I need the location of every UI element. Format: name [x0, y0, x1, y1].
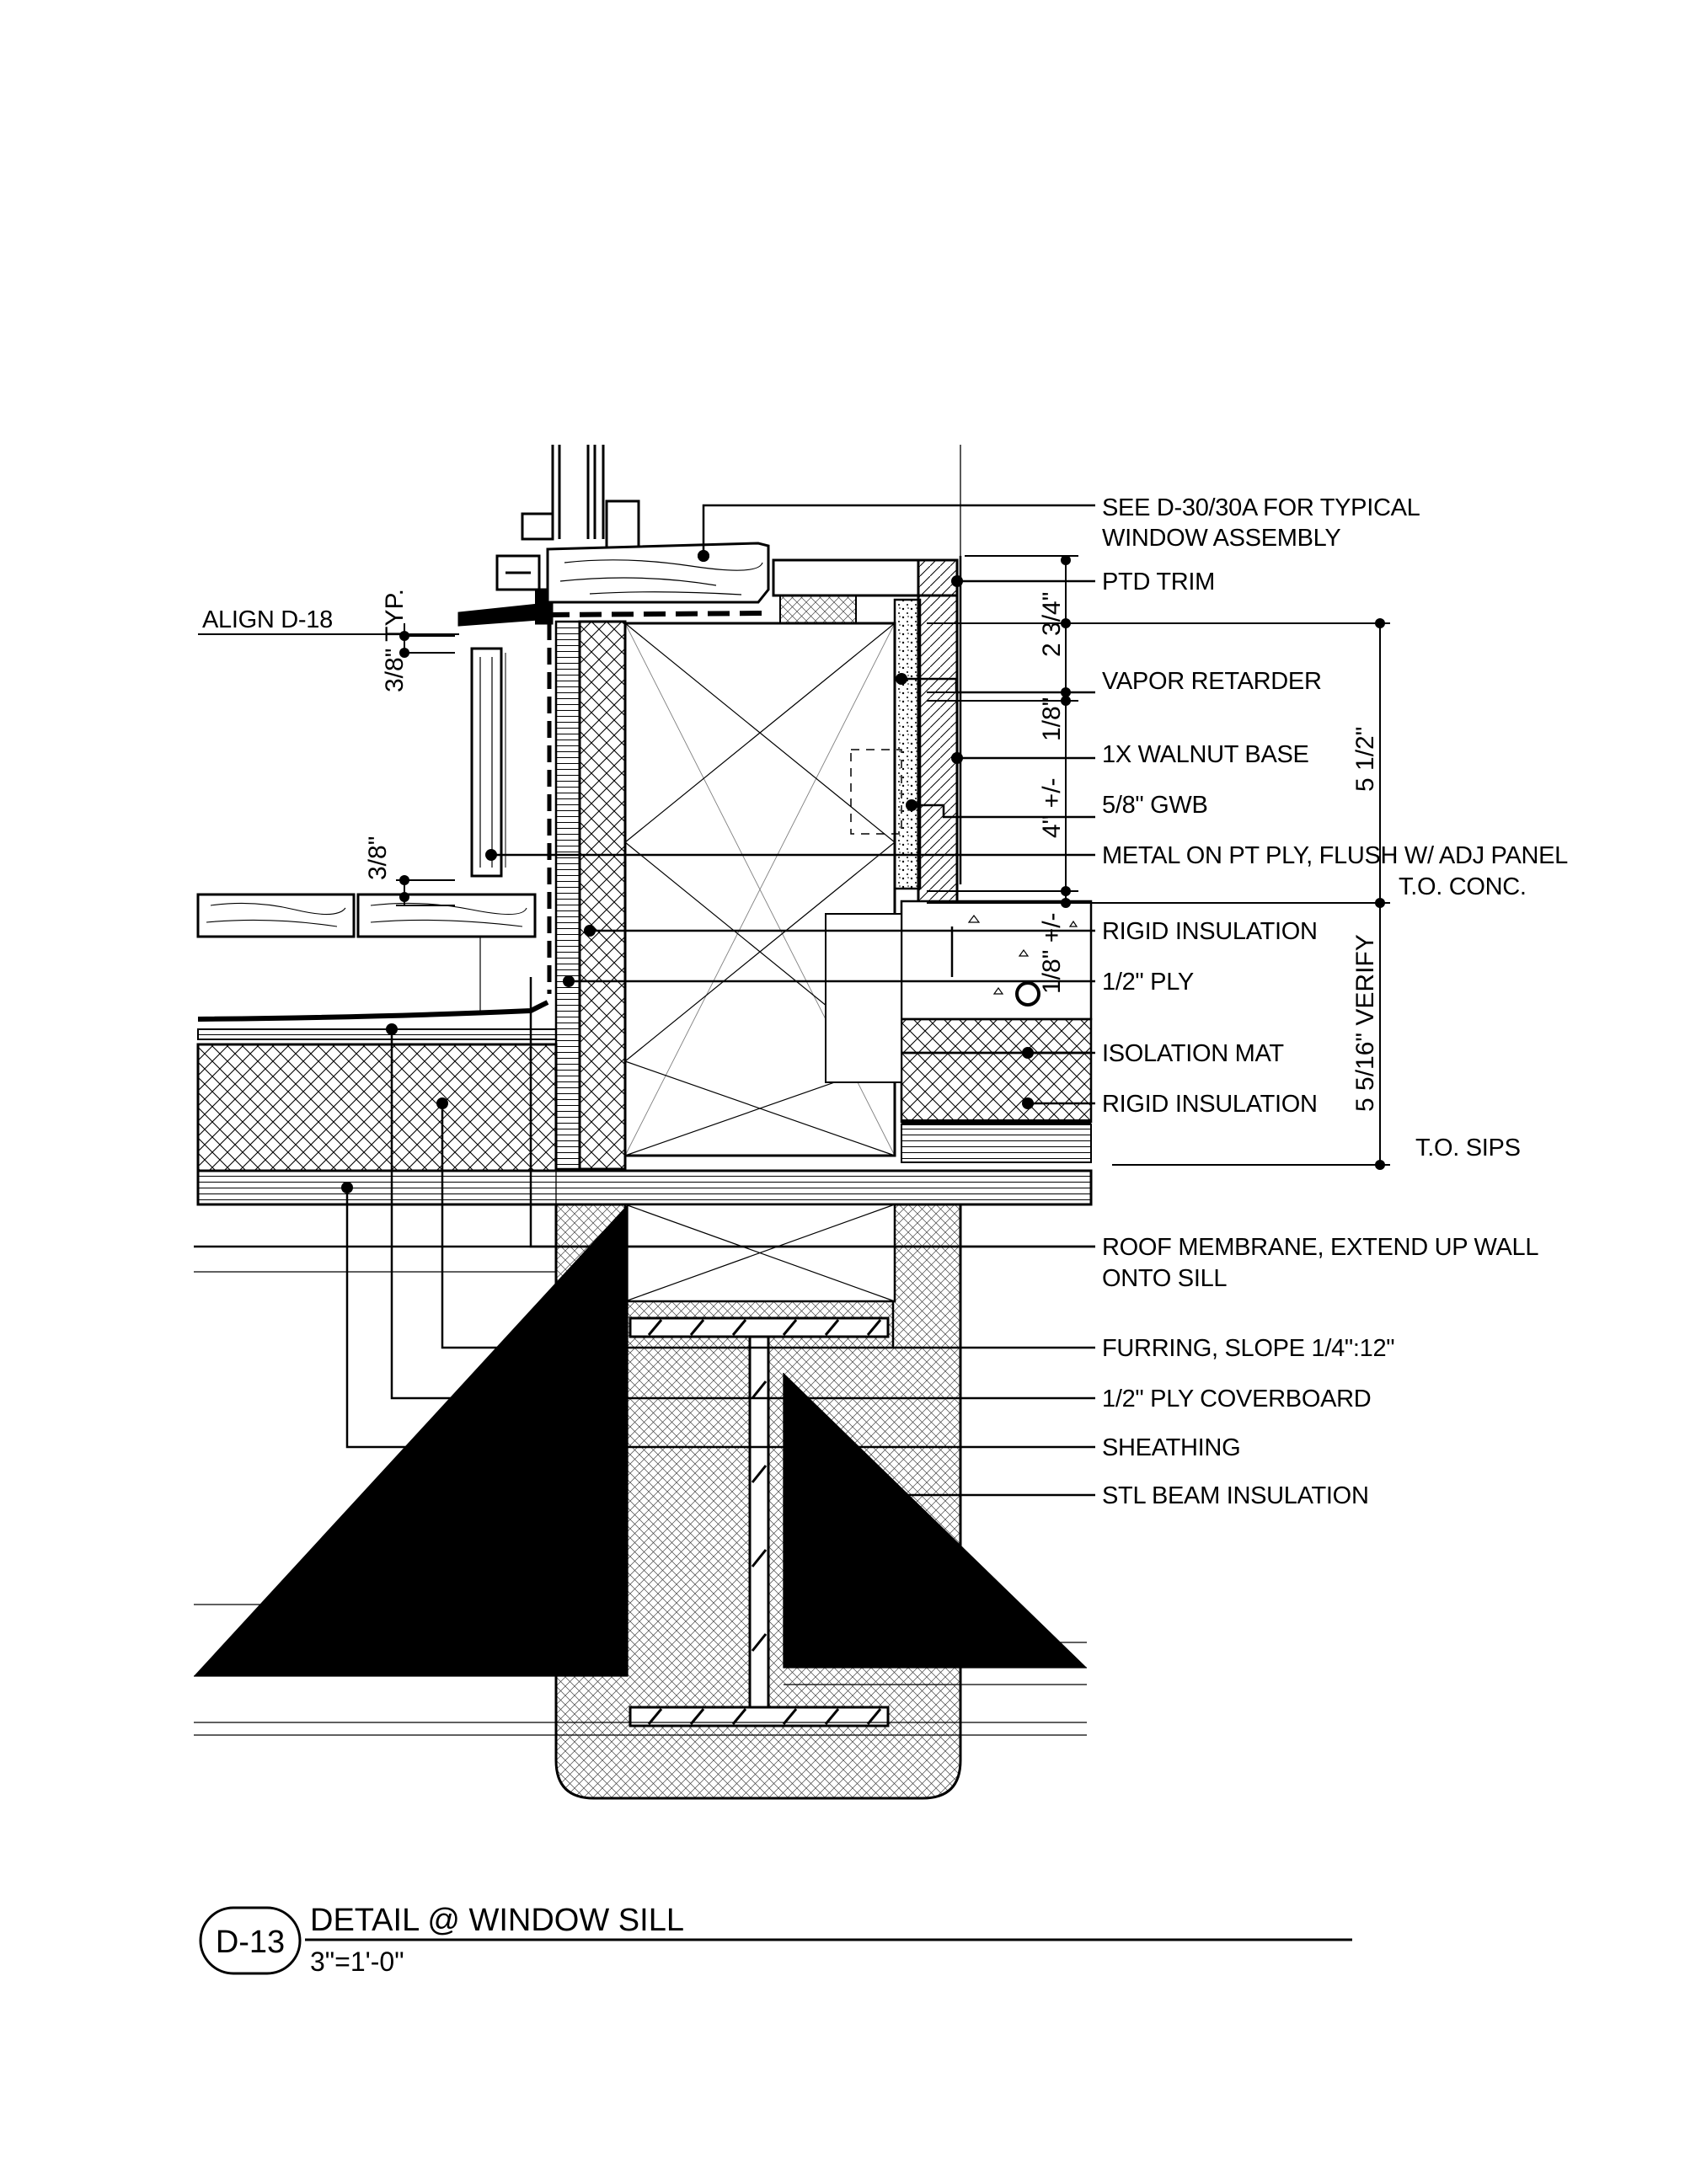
dim-five-five-sixteenths: 5 5/16" VERIFY — [1351, 934, 1379, 1112]
roof-membrane-line — [197, 1000, 549, 1022]
callout-vapor-retarder: VAPOR RETARDER — [1102, 668, 1322, 695]
dim-one-eighth-b: 1/8" +/- — [1038, 912, 1066, 994]
wall-ply — [554, 620, 581, 1171]
steel-i-beam — [629, 1316, 890, 1727]
callout-rigid-insulation-upper: RIGID INSULATION — [1102, 918, 1318, 945]
callout-ptd-trim: PTD TRIM — [1102, 569, 1215, 595]
detail-title: DETAIL @ WINDOW SILL — [310, 1903, 684, 1938]
callout-stl-beam-insulation: STL BEAM INSULATION — [1102, 1482, 1369, 1509]
concrete-slab — [900, 900, 1093, 1021]
callout-window-assembly-line1: SEE D-30/30A FOR TYPICAL — [1102, 494, 1420, 521]
reference-lines — [194, 445, 1087, 1736]
wall-rigid-insulation — [578, 620, 627, 1171]
callout-furring: FURRING, SLOPE 1/4":12" — [1102, 1335, 1394, 1362]
roof-decking — [196, 893, 537, 1011]
callout-window-assembly-line2: WINDOW ASSEMBLY — [1102, 525, 1340, 552]
callout-walnut-base: 1X WALNUT BASE — [1102, 741, 1309, 768]
callout-rigid-insulation-lower: RIGID INSULATION — [1102, 1091, 1318, 1118]
dim-five-half: 5 1/2" — [1351, 727, 1379, 792]
coverboard-layer — [197, 1028, 557, 1040]
callout-metal-ply: METAL ON PT PLY, FLUSH W/ ADJ PANEL — [1102, 842, 1568, 869]
detail-tag-bubble — [199, 1906, 302, 1975]
sill-membrane-dash — [547, 611, 769, 617]
dim-three-eighths-typ: 3/8" TYP. — [381, 589, 409, 692]
dim-four-approx: 4" +/- — [1038, 777, 1066, 838]
callout-gwb: 5/8" GWB — [1102, 792, 1208, 819]
callout-isolation-mat: ISOLATION MAT — [1102, 1040, 1284, 1067]
callout-align: ALIGN D-18 — [202, 606, 333, 633]
blocking — [825, 913, 902, 1083]
hidden-outlet — [850, 749, 902, 835]
detail-tag: D-13 — [216, 1925, 285, 1960]
slab-rigid-insulation — [900, 1051, 1093, 1124]
callout-half-ply: 1/2" PLY — [1102, 969, 1194, 996]
detail-scale: 3"=1'-0" — [310, 1946, 404, 1977]
window-assembly — [457, 445, 640, 627]
dimension-ticks — [399, 555, 1385, 1170]
roof-rigid-insulation — [196, 1043, 558, 1172]
callout-to-sips: T.O. SIPS — [1415, 1135, 1521, 1161]
callout-to-conc: T.O. CONC. — [1399, 873, 1527, 900]
gwb-layer — [893, 598, 922, 890]
dim-three-eighths: 3/8" — [364, 836, 392, 880]
dim-one-eighth-a: 1/8" — [1038, 697, 1066, 741]
roof-sheathing — [196, 1169, 1093, 1206]
isolation-mat — [900, 1017, 1093, 1055]
callout-coverboard: 1/2" PLY COVERBOARD — [1102, 1386, 1371, 1412]
metal-panel — [470, 647, 506, 878]
slab-sips-face — [901, 1124, 1092, 1163]
callout-roof-membrane-line2: ONTO SILL — [1102, 1265, 1227, 1292]
title-block: D-13 DETAIL @ WINDOW SILL 3"=1'-0" — [199, 1903, 1352, 1977]
wood-sill — [546, 542, 770, 604]
callout-sheathing: SHEATHING — [1102, 1434, 1240, 1461]
dim-two-three-quarters: 2 3/4" — [1038, 592, 1066, 657]
leader-lines — [194, 504, 1095, 1497]
callout-roof-membrane-line1: ROOF MEMBRANE, EXTEND UP WALL — [1102, 1234, 1538, 1261]
